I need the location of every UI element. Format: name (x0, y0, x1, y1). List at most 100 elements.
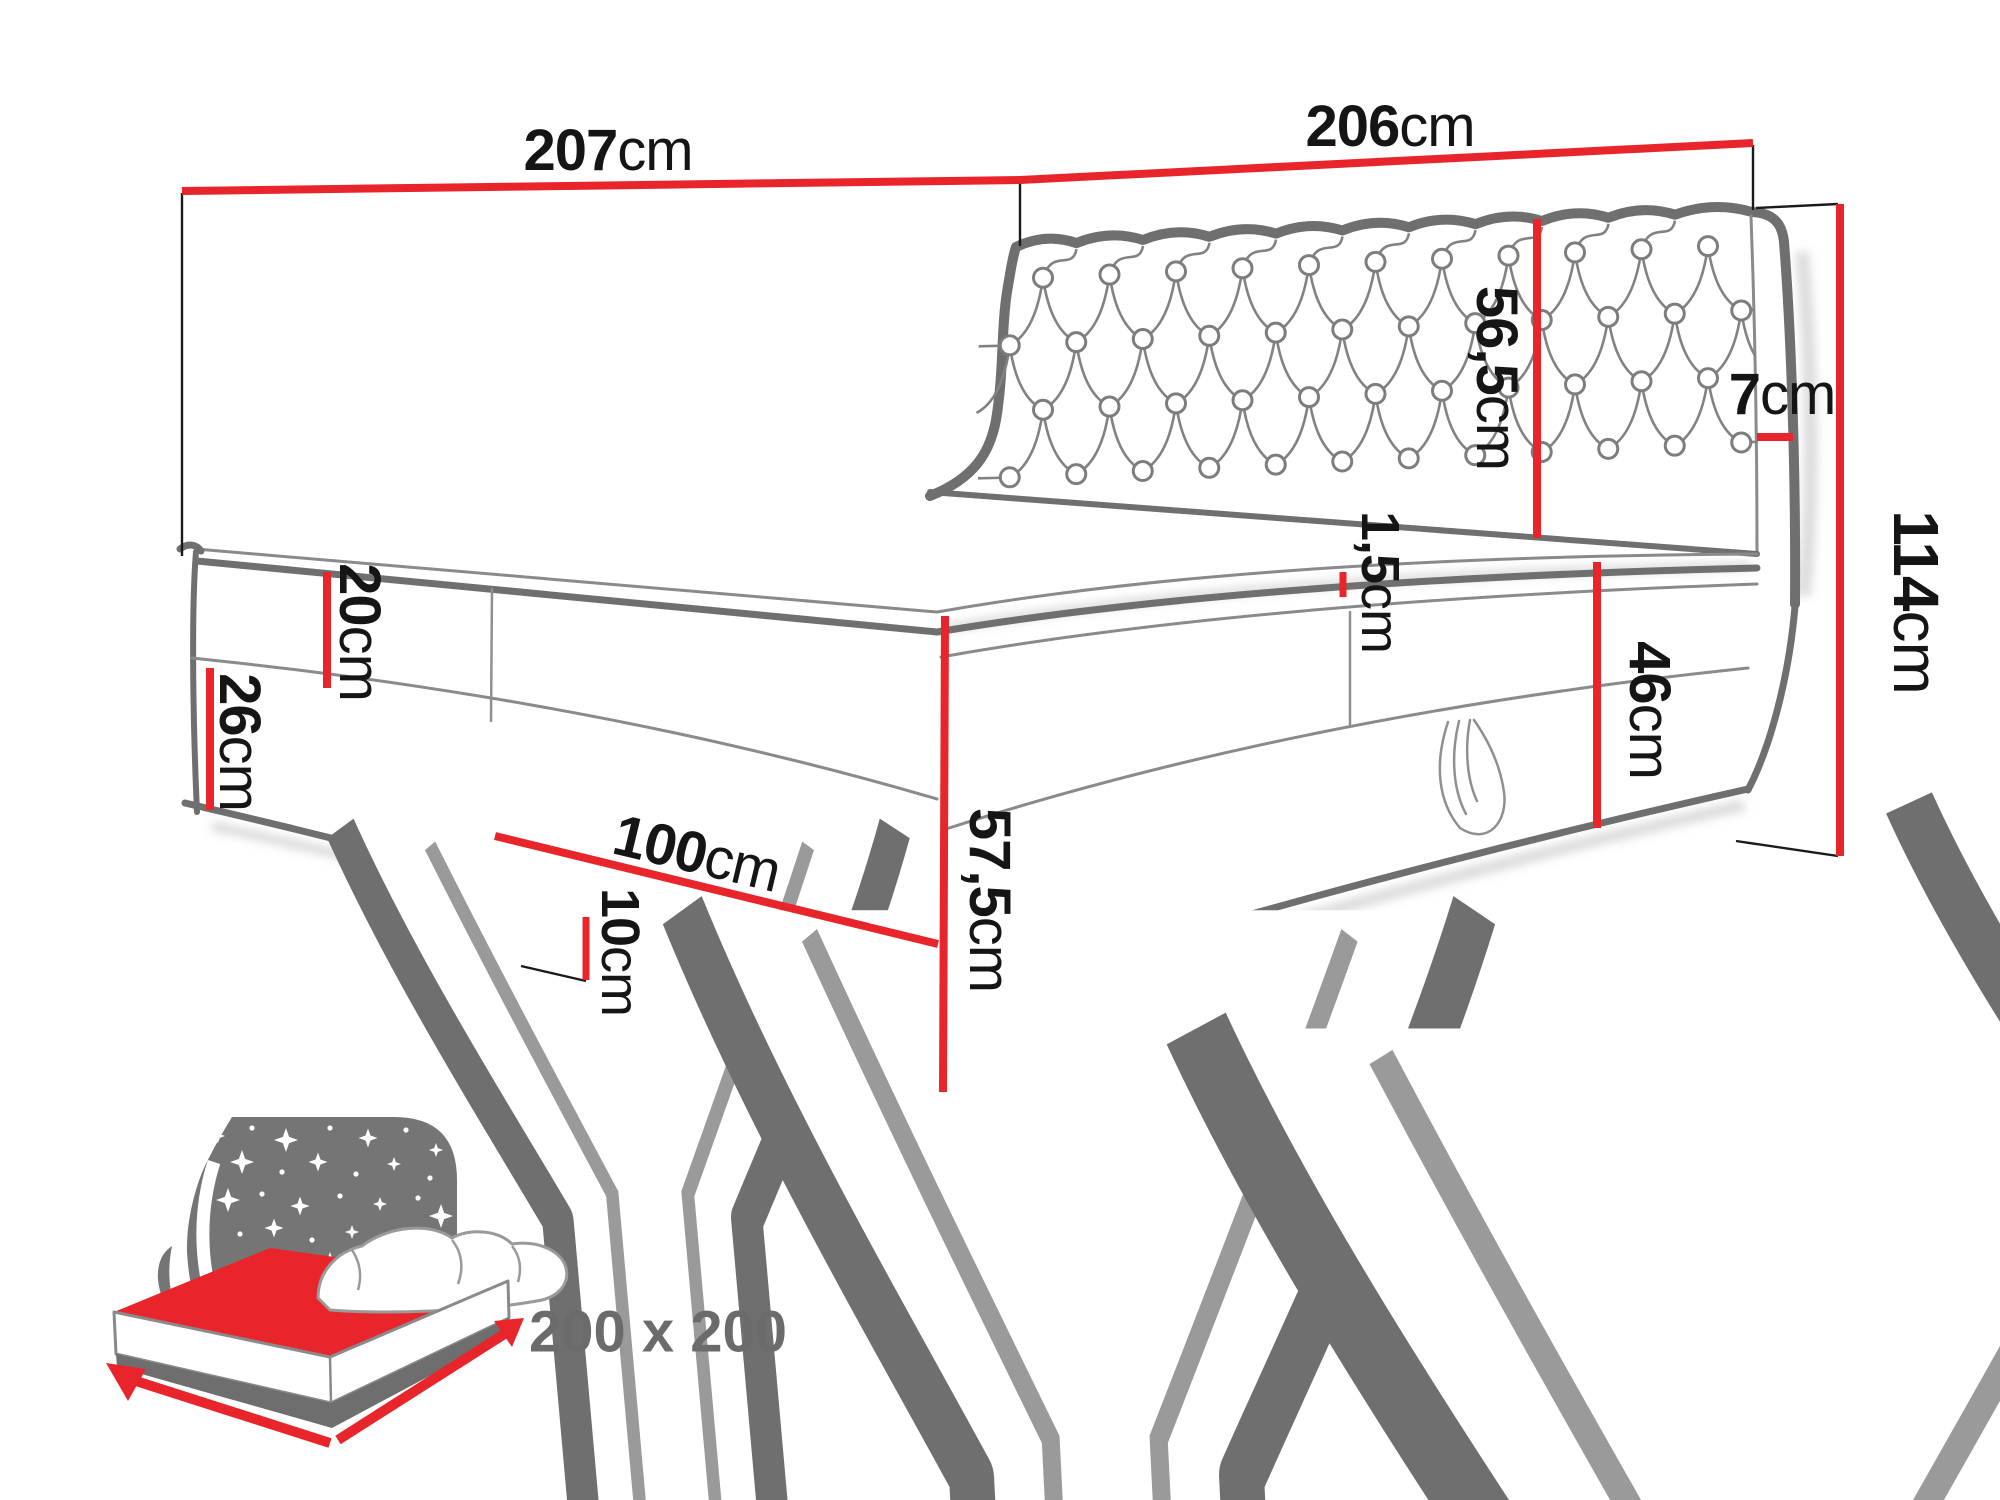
label-leg-height: 10cm (590, 888, 650, 1016)
tufting-swag (1208, 268, 1244, 337)
tufting-swag (1208, 400, 1244, 469)
label-corner-height: 57,5cm (958, 808, 1023, 992)
tufting-button (1231, 257, 1254, 280)
dim-top-length-line (181, 176, 1021, 195)
tufting-swag (1075, 274, 1111, 344)
star-icon (216, 1188, 240, 1212)
tufting-button (1697, 235, 1719, 258)
star-icon (429, 1204, 453, 1228)
label-topper-edge: 1,5cm (1350, 511, 1410, 653)
star-icon (327, 1125, 333, 1131)
tufting-button (1663, 434, 1686, 457)
headboard-left-edge (925, 242, 1021, 501)
tufting-button (1697, 367, 1719, 390)
tufting-button (1264, 321, 1287, 344)
band-seam-left (190, 656, 939, 801)
tufting-swag (1142, 403, 1178, 473)
headboard-right-edge (1747, 207, 1801, 609)
tufting-button (1198, 324, 1221, 347)
star-icon (259, 1191, 265, 1197)
tufting-button (1065, 463, 1088, 486)
tufting-button (1032, 266, 1054, 289)
star-icon (387, 1157, 401, 1171)
star-icon (345, 1225, 359, 1239)
star-icon (337, 1193, 343, 1199)
icon-mattress-corner (328, 1356, 333, 1404)
foot-corner-edge (190, 549, 200, 815)
tufting-button (1264, 453, 1287, 476)
tufting-swag (1108, 338, 1145, 408)
tufting-button (1364, 382, 1387, 405)
tufting-button (1564, 373, 1586, 396)
extension-lines (180, 145, 1839, 983)
tufting-edge-tick (1751, 439, 1760, 444)
label-side-height: 46cm (1618, 641, 1683, 779)
star-icon (279, 1169, 285, 1175)
tufting-swag (1674, 245, 1710, 315)
star-icon (264, 1218, 284, 1238)
tufting-button (1198, 456, 1221, 479)
star-icon (230, 1150, 254, 1174)
tufting-swag (1607, 249, 1643, 318)
band-vertical-seam-left (489, 587, 494, 723)
base-back-corner (1744, 602, 1799, 794)
star-icon (308, 1152, 328, 1172)
dim-top-width-line (1019, 139, 1754, 184)
star-icon (373, 1197, 387, 1211)
moon-sliver-icon (157, 1246, 188, 1334)
star-icon (427, 1175, 433, 1181)
tufting-swag (1175, 335, 1211, 405)
tufting-button (1331, 450, 1354, 473)
size-variant-icon: 200 x 200 (106, 1117, 787, 1448)
star-icon (403, 1127, 409, 1133)
label-top-width: 206cm (1305, 94, 1474, 159)
tufting-button (1231, 389, 1254, 412)
tufting-swag (1275, 396, 1311, 466)
ext-leg-floor (520, 964, 587, 983)
tufting-swag (1674, 377, 1710, 447)
storage-handle (1438, 718, 1506, 836)
mattress-bead-bottom-right (933, 564, 1761, 636)
tufting-button (1298, 386, 1320, 409)
mattress-bead-bottom-left (193, 557, 941, 636)
label-box-height: 26cm (208, 673, 273, 811)
tufting-button (1464, 444, 1487, 467)
tufting-button (1065, 331, 1088, 354)
tufting-edge-tick (977, 344, 1003, 348)
tufting-swag (1241, 332, 1278, 402)
star-icon (209, 1167, 215, 1173)
headboard-right-inner-line (1749, 214, 1759, 554)
label-total-height: 114cm (1880, 510, 1952, 694)
tufting-button (1131, 327, 1154, 350)
star-icon (358, 1128, 378, 1148)
tufting-button (1497, 244, 1520, 267)
tufting-button (1098, 395, 1121, 418)
tufting-button (1730, 299, 1753, 322)
tufting-button (1464, 312, 1487, 335)
tufting-button (1397, 447, 1420, 470)
tufting-swag (1341, 261, 1377, 331)
mattress-back-edge (927, 489, 1760, 557)
headboard-tufting (975, 220, 1760, 489)
tufting-swag (1009, 277, 1045, 347)
tufting-button (1331, 318, 1354, 341)
label-mattress-height: 20cm (328, 563, 393, 701)
ext-to-height-line (1755, 202, 1839, 210)
tufting-button (1098, 263, 1121, 286)
dimension-lines (181, 139, 1844, 1093)
tufting-swag (1341, 393, 1377, 463)
star-icon (249, 1125, 255, 1131)
dim-half-width-line (494, 832, 939, 948)
tufting-button (1165, 260, 1187, 283)
tufting-swag (1075, 406, 1111, 476)
icon-mattress-underside (116, 1318, 510, 1428)
tufting-edge-tick (977, 476, 1003, 480)
size-variant-label: 200 x 200 (529, 1300, 787, 1365)
tufting-swag (1009, 409, 1045, 479)
star-icon (274, 1128, 298, 1152)
tufting-button (1431, 379, 1453, 402)
tufting-button (998, 466, 1021, 489)
tufting-swag (1408, 390, 1444, 460)
tufting-button (1630, 238, 1653, 261)
tufting-button (1131, 459, 1154, 482)
